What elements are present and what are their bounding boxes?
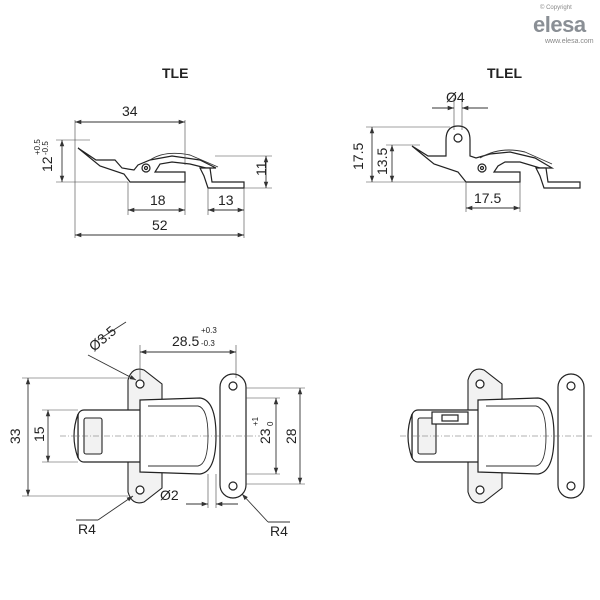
tlel-bail-wire [479,149,553,165]
brand-name: elesa [533,12,587,37]
tle-radius-left-leader [97,495,134,521]
tlel-view-title: TLEL [487,65,522,81]
tlel-dim-base-label: 17.5 [474,190,501,206]
tle-dim-11-label: 11 [253,161,269,176]
tlel-latch-profile [411,125,555,183]
tle-dim-28-label: 28 [283,428,299,444]
tle-dim-13-label: 13 [218,192,234,208]
tlel-dim-outer-label: 17.5 [350,143,366,170]
tle-dim-15-label: 15 [31,426,47,442]
tle-dim-12-label: 12 [39,156,55,172]
tle-dim-12-tol-plus: +0.5 [33,139,42,155]
tle-side-view: 34 12 +0.5 -0.5 11 18 13 52 [33,103,272,238]
tlel-dim-hole-label: Ø4 [446,89,465,105]
tle-view-title: TLE [162,65,188,81]
tle-keeper-profile [199,167,245,189]
tlel-side-view: Ø4 17.5 13.5 17.5 [350,89,581,212]
tle-dim-52-label: 52 [152,217,168,233]
tle-plate-hole-top [135,379,145,389]
brand-website: www.elesa.com [544,38,594,45]
tle-dim-inner-tol-plus: +1 [251,416,260,426]
tle-dim-spacing-tol-minus: -0.3 [201,339,215,348]
tle-dim-inner-tol-minus: 0 [266,421,275,426]
tle-bail-wire [149,152,219,168]
tlel-front-view [400,368,592,504]
copyright-text: © Copyright [540,4,572,11]
tle-dim-18-label: 18 [150,192,166,208]
tle-radius-left-label: R4 [78,521,96,537]
tle-dim-12-tol-minus: -0.5 [41,141,50,155]
tle-radius-right-label: R4 [270,523,288,539]
tle-dim-34-label: 34 [122,103,138,119]
tle-dim-hole-label: Ø3.5 [86,322,120,354]
brand-logo: © Copyright elesa www.elesa.com [533,4,594,45]
tle-dim-33-label: 33 [7,428,23,444]
tle-front-view: 33 15 28.5 +0.3 -0.3 Ø3.5 23 +1 0 28 Ø2 … [7,321,305,539]
tle-dim-spacing-label: 28.5 [172,333,199,349]
tlel-lock-hole [453,133,463,143]
tle-dim-spacing-tol-plus: +0.3 [201,326,217,335]
tle-radius-right-leader [241,493,269,523]
tlel-dim-inner-label: 13.5 [374,148,390,175]
tlel-keeper-profile [535,167,581,189]
tle-dim-inner-label: 23 [257,428,273,444]
tle-plate-hole-bottom [135,485,145,495]
tle-dim-small-hole-label: Ø2 [160,487,179,503]
